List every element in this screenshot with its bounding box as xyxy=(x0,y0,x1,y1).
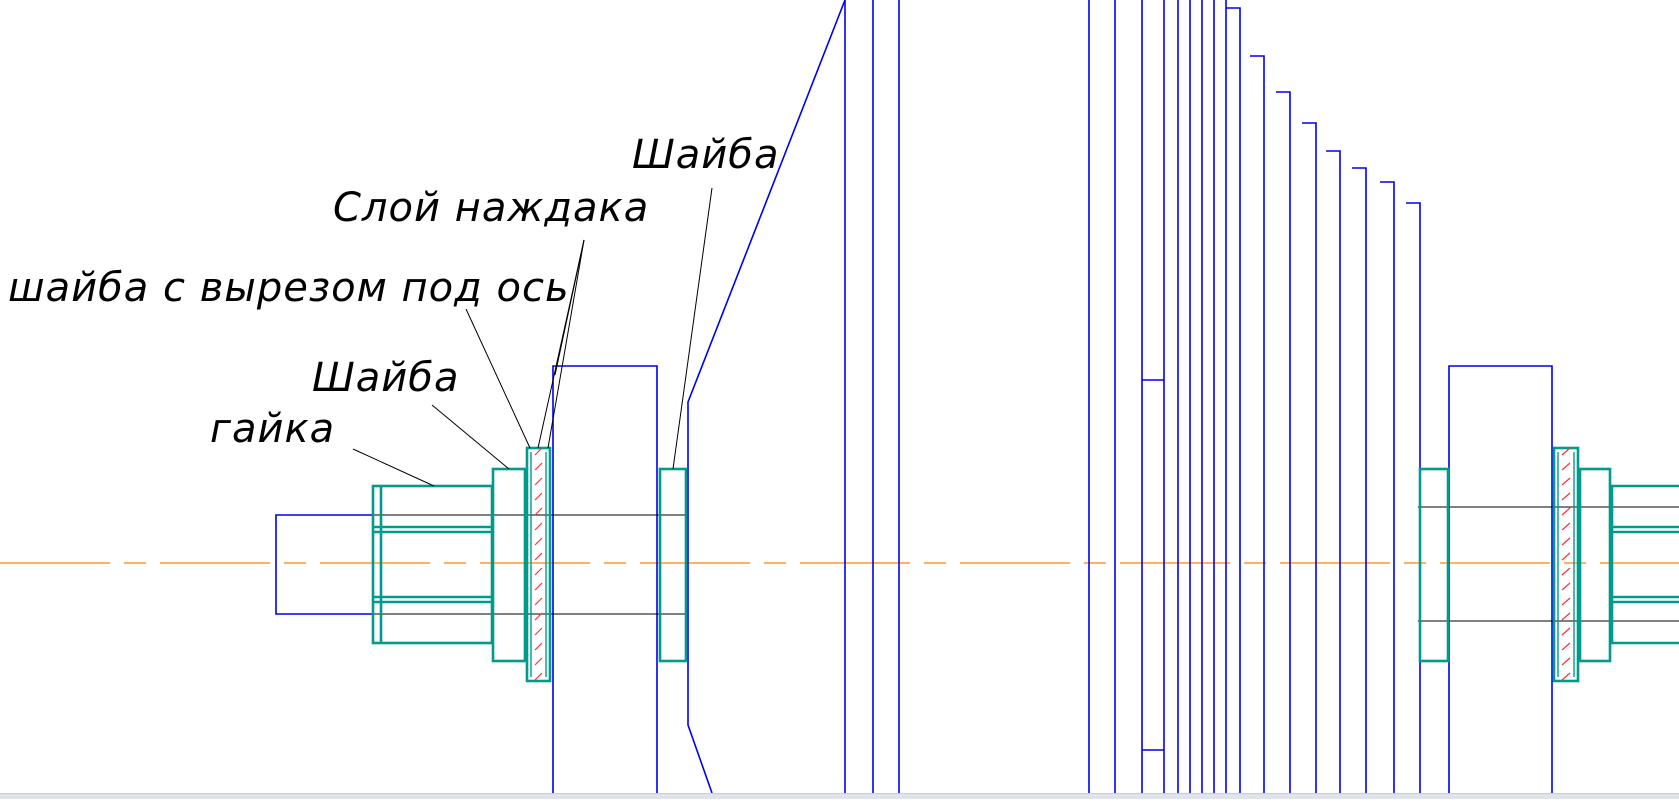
stepped-fin xyxy=(1226,7,1241,793)
shaft-end xyxy=(275,514,372,615)
leader-washer-left xyxy=(431,404,510,470)
leader-nut xyxy=(352,448,435,487)
nut-part xyxy=(371,484,494,645)
left-hub xyxy=(552,365,658,793)
shaft-lines xyxy=(372,506,1679,622)
right-nut-part xyxy=(1610,484,1679,645)
label-washer-left: Шайба xyxy=(312,355,459,401)
left-fastener-stack xyxy=(371,446,688,683)
leader-emery-3 xyxy=(537,239,585,449)
right-washer-part xyxy=(1578,467,1612,663)
label-nut: гайка xyxy=(210,406,335,452)
right-cutout-washer-part xyxy=(1552,446,1580,683)
label-emery-layer: Слой наждака xyxy=(333,185,649,231)
right-hub-washer-part xyxy=(1418,467,1450,663)
cone-outline xyxy=(687,0,846,794)
washer-part xyxy=(491,467,527,663)
right-fastener-stack xyxy=(1418,446,1679,683)
stepped-fin xyxy=(1326,150,1341,793)
leader-emery-2 xyxy=(547,239,585,449)
leader-washer-top xyxy=(672,187,713,470)
label-washer-top: Шайба xyxy=(632,132,779,178)
right-emery-layer-hatch xyxy=(1561,447,1571,681)
hub-washer-part xyxy=(658,467,688,663)
stepped-fin xyxy=(1406,202,1421,793)
label-cutout-washer: шайба с вырезом под ось xyxy=(8,265,570,311)
bottom-scroll-strip[interactable] xyxy=(0,793,1679,799)
stepped-fin xyxy=(1276,91,1291,793)
right-hub xyxy=(1448,365,1553,793)
outline-geometry xyxy=(275,0,1553,794)
emery-layer-hatch xyxy=(534,447,543,681)
leader-cutout-washer xyxy=(465,308,531,449)
stepped-fin xyxy=(1250,55,1265,793)
stepped-fin xyxy=(1352,167,1367,793)
stepped-fin xyxy=(1380,181,1395,793)
leader-lines xyxy=(352,187,713,487)
callout-labels: Шайба Слой наждака шайба с вырезом под о… xyxy=(8,132,779,452)
stepped-fin xyxy=(1302,122,1317,793)
